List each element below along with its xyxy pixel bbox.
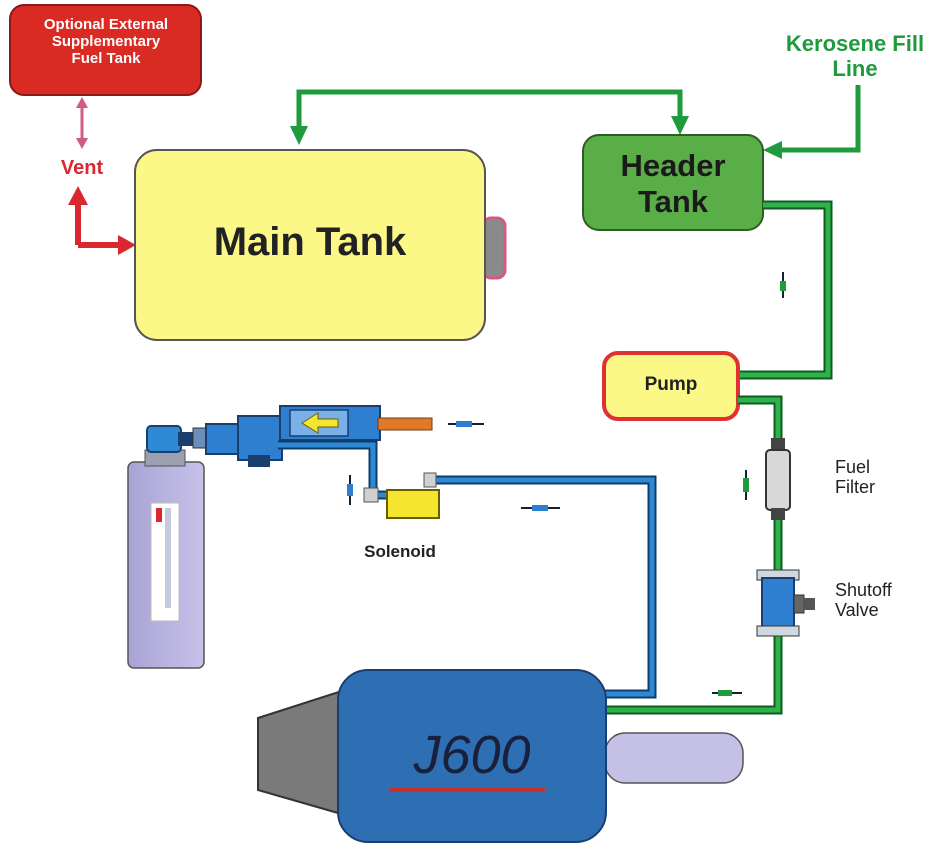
main-tank-label: Main Tank: [213, 220, 407, 264]
pump: [602, 351, 740, 421]
engine-label: J600: [413, 725, 531, 785]
external-tank-label: Optional External Supplementary Fuel Tan…: [43, 16, 169, 67]
flow-arrow-4: [448, 421, 484, 427]
header-tank: [582, 134, 764, 231]
gas-regulator-assembly: [146, 405, 433, 467]
flow-arrow-3: [712, 690, 742, 696]
solenoid: [386, 489, 440, 519]
engine-j600: [257, 669, 744, 843]
vent-line: [68, 186, 136, 255]
external-supplementary-fuel-tank: [9, 4, 202, 96]
gas-line: [278, 440, 657, 699]
kerosene-fill-line: [763, 85, 861, 159]
pump-label: Pump: [644, 374, 698, 395]
gas-bottle: [127, 449, 205, 669]
fuel-filter: [765, 438, 791, 520]
solenoid-label: Solenoid: [364, 542, 436, 561]
shutoff-valve-label: Shutoff Valve: [835, 580, 892, 621]
flow-arrow-6: [521, 505, 560, 511]
header-to-pump-line: [738, 200, 833, 380]
main-tank: [134, 149, 507, 341]
flow-arrow-1: [780, 272, 786, 298]
shutoff-valve: [756, 569, 815, 637]
external-tank-vent-link: [76, 97, 88, 149]
kerosene-fill-label: Kerosene Fill Line: [785, 31, 925, 81]
header-tank-label: Header Tank: [620, 148, 726, 219]
fuel-filter-label: Fuel Filter: [835, 457, 875, 498]
flow-arrow-5: [347, 475, 353, 505]
vent-label: Vent: [60, 157, 104, 179]
main-header-return-line: [290, 89, 689, 145]
flow-arrow-2: [743, 470, 749, 500]
pump-to-engine-line: [595, 395, 783, 715]
